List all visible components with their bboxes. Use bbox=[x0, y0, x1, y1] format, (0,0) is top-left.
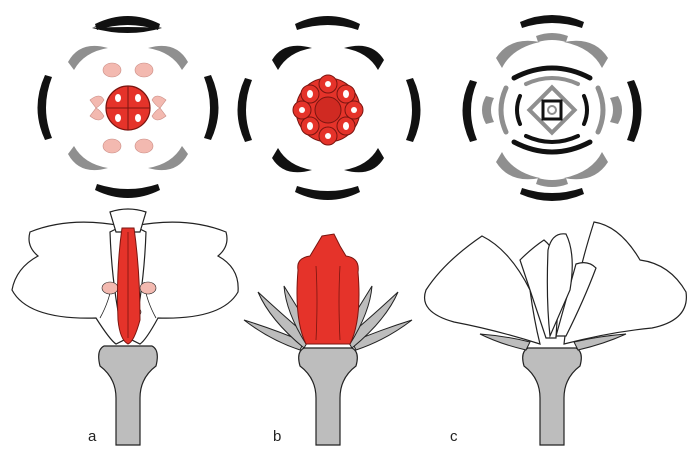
flower-side-c bbox=[425, 222, 687, 445]
flower-side-a bbox=[12, 209, 238, 445]
petals-c bbox=[425, 222, 687, 344]
floral-diagram-b bbox=[238, 16, 421, 200]
stalk-a bbox=[99, 346, 158, 445]
flower-side-b bbox=[244, 234, 412, 445]
inner-whorls-c bbox=[501, 68, 603, 152]
floral-diagram-c bbox=[463, 15, 642, 201]
stalk-c bbox=[523, 348, 582, 445]
stamen-a bbox=[102, 282, 118, 294]
panel-label-a: a bbox=[88, 428, 96, 445]
panel-label-b: b bbox=[273, 428, 281, 445]
gynoecium-b-side bbox=[297, 234, 359, 344]
floral-diagram-a bbox=[38, 16, 219, 198]
panel-label-c: c bbox=[450, 428, 458, 445]
pistil-a bbox=[118, 228, 141, 344]
stalk-b bbox=[299, 348, 358, 445]
gynoecium-a bbox=[106, 86, 150, 130]
